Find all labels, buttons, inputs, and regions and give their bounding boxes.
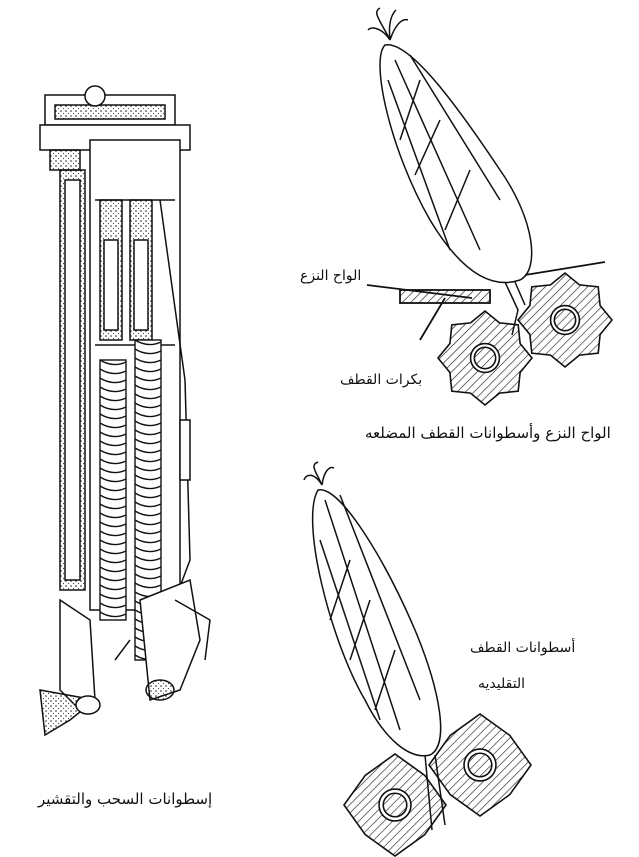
traditional-cutting-rollers	[343, 713, 532, 857]
caption-snapping-rolls: إسطوانات السحب والتقشير	[38, 790, 213, 808]
caption-ribbed-rollers: الواح النزع وأسطوانات القطف المضلعه	[365, 424, 611, 442]
stripping-plate-arm	[366, 261, 606, 341]
corn-ear-top	[367, 7, 533, 336]
traditional-roller-left	[343, 753, 447, 857]
label-traditional-rollers-line1: أسطوانات القطف	[470, 640, 576, 656]
ribbed-roller-left	[436, 309, 534, 407]
machine-bottom-tips	[39, 578, 211, 737]
ribbed-cutting-rollers	[436, 271, 614, 407]
label-traditional-rollers-line2: التقليديه	[478, 676, 526, 692]
ribbed-roller-right	[516, 271, 614, 369]
label-stripping-plates: الواح النزع	[300, 268, 362, 284]
traditional-roller-right	[428, 713, 532, 817]
label-cutting-rollers: بكرات القطف	[340, 372, 423, 388]
